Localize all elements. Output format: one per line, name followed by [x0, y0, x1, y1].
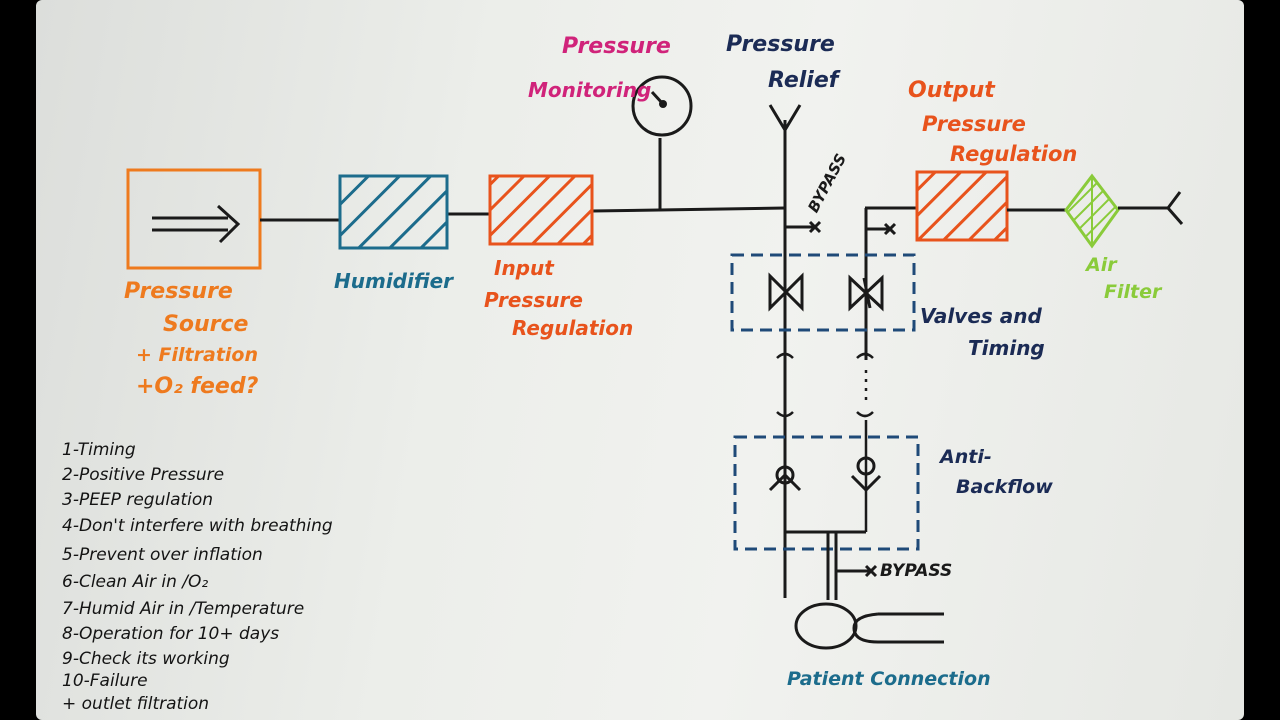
right-valve-icon	[848, 274, 884, 312]
humidifier-box	[338, 174, 449, 250]
main-pipe	[260, 104, 802, 598]
right-branch-pipe	[864, 206, 917, 360]
output-regulation-label-2: Pressure	[922, 112, 1026, 136]
output-regulator-box	[915, 170, 1009, 242]
pressure-monitoring-label-1: Pressure	[562, 34, 671, 59]
requirement-item: 6-Clean Air in /O₂	[62, 572, 209, 592]
anti-backflow-label-1: Anti-	[940, 446, 992, 468]
pipe-break-marks	[776, 352, 874, 532]
humidifier-label: Humidifier	[334, 269, 454, 293]
anti-backflow-label-2: Backflow	[956, 476, 1053, 498]
requirement-item: 4-Don't interfere with breathing	[62, 516, 333, 536]
bypass-bottom-label: BYPASS	[880, 561, 953, 581]
bypass-top-line	[785, 220, 822, 234]
valves-timing-label-1: Valves and	[920, 304, 1042, 328]
pressure-source-label-2: Source	[163, 312, 249, 337]
input-regulation-label-2: Pressure	[484, 288, 583, 312]
o2-feed-label: +O₂ feed?	[136, 374, 259, 399]
requirement-item: + outlet filtration	[62, 694, 210, 714]
pressure-monitoring-label-2: Monitoring	[528, 78, 652, 102]
pressure-source-box	[126, 168, 262, 270]
pressure-relief-label-1: Pressure	[726, 32, 835, 57]
requirement-item: 2-Positive Pressure	[62, 465, 225, 485]
pressure-relief-label-2: Relief	[768, 68, 839, 93]
pressure-source-label: Pressure	[124, 279, 233, 304]
output-regulation-label-3: Regulation	[950, 142, 1078, 166]
input-regulator-box	[488, 174, 594, 246]
left-valve-icon	[768, 272, 804, 312]
patient-mask-icon	[794, 602, 944, 650]
valves-timing-label-2: Timing	[968, 336, 1045, 360]
check-valve-left-icon	[768, 465, 802, 492]
pressure-gauge-icon	[631, 75, 693, 210]
whiteboard	[36, 0, 1244, 720]
output-regulation-label-1: Output	[908, 78, 995, 103]
input-regulation-label-3: Regulation	[512, 316, 634, 340]
input-regulation-label-1: Input	[494, 256, 554, 280]
requirement-item: 9-Check its working	[62, 649, 230, 669]
air-filter-label-2: Filter	[1104, 281, 1162, 303]
requirement-item: 8-Operation for 10+ days	[62, 624, 280, 644]
requirement-item: 1-Timing	[62, 440, 136, 460]
air-filter-icon	[1064, 173, 1120, 249]
air-filter-label-1: Air	[1086, 254, 1117, 276]
valves-timing-box	[730, 253, 916, 332]
patient-connection-label: Patient Connection	[787, 668, 991, 690]
backflow-merge-pipe	[785, 530, 878, 600]
check-valve-right-icon	[850, 456, 882, 493]
outlet-connector	[1118, 191, 1184, 225]
requirement-item: 7-Humid Air in /Temperature	[62, 599, 305, 619]
filtration-label: + Filtration	[136, 344, 258, 366]
requirement-item: 10-Failure	[62, 671, 148, 691]
requirement-item: 5-Prevent over inflation	[62, 545, 263, 565]
requirement-item: 3-PEEP regulation	[62, 490, 214, 510]
